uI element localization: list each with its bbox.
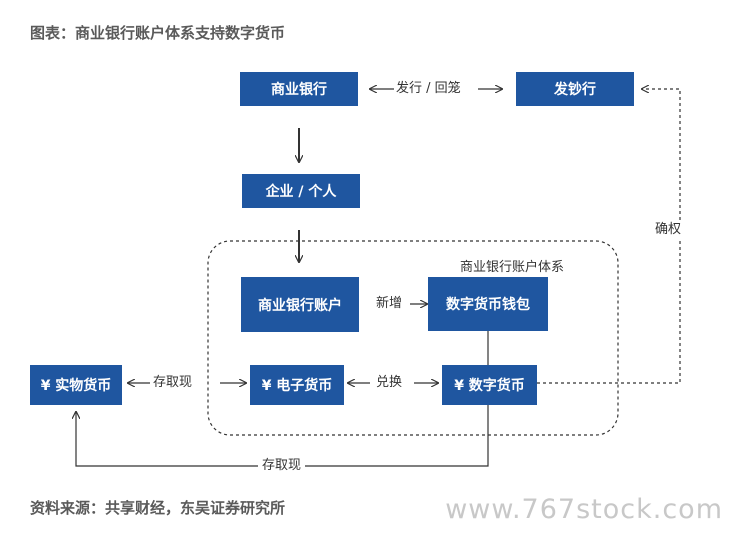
edge-digital-to-physical	[76, 405, 489, 467]
node-electronic-currency: ¥ 电子货币	[250, 365, 344, 405]
node-digital-wallet: 数字货币钱包	[428, 277, 548, 331]
label-confirm-right: 确权	[655, 222, 682, 238]
label-issue-return: 发行 / 回笼	[396, 81, 461, 97]
node-issuer: 发钞行	[516, 72, 634, 106]
label-cash-top: 存取现	[153, 375, 193, 391]
node-enterprise-individual: 企业 / 个人	[242, 174, 360, 208]
node-commercial-bank: 商业银行	[240, 72, 358, 106]
node-bank-account: 商业银行账户	[241, 277, 359, 332]
source-note: 资料来源：共享财经，东吴证券研究所	[30, 499, 286, 517]
node-digital-currency: ¥ 数字货币	[442, 365, 537, 405]
account-system-label: 商业银行账户体系	[460, 260, 565, 275]
label-exchange: 兑换	[376, 375, 403, 391]
node-physical-currency: ¥ 实物货币	[30, 365, 122, 405]
label-new-add: 新增	[376, 296, 403, 312]
figure-title: 图表：商业银行账户体系支持数字货币	[30, 24, 286, 42]
label-cash-bottom: 存取现	[258, 458, 306, 474]
account-system-boundary	[207, 240, 619, 436]
watermark: www.767stock.com	[445, 494, 723, 525]
